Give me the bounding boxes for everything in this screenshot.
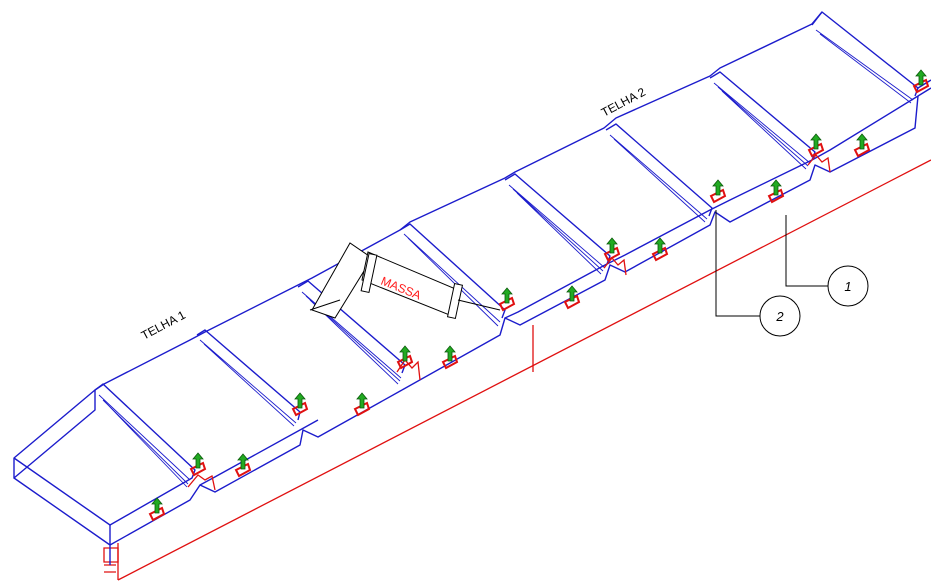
callout-2: 2 (715, 210, 801, 337)
tile-1-label: TELHA 1 (139, 308, 188, 343)
callout-icon (827, 265, 869, 307)
fastener-icon (709, 179, 727, 204)
fastener-icon (603, 237, 621, 262)
callout-1: 1 (785, 215, 869, 307)
sealant-applicator-tool (309, 242, 501, 320)
fastener-icon (912, 69, 930, 94)
fastener-icon (396, 345, 414, 370)
fastener-icon (234, 453, 252, 478)
fastener-icon (853, 133, 871, 158)
fastener-icon (189, 452, 207, 477)
fastener-icon (148, 497, 166, 522)
fastener-icon (441, 345, 459, 370)
fastener-icon (807, 133, 825, 158)
fastener-icon (651, 237, 669, 262)
sealant-lines (187, 153, 831, 491)
callout-1-number: 1 (844, 279, 851, 294)
tile-2-sheet (399, 11, 931, 391)
fastener-icon (563, 285, 581, 310)
red-base-lines (103, 159, 931, 581)
fasteners-group (148, 69, 930, 522)
tile-1-sheet (13, 229, 406, 565)
callout-2-number: 2 (775, 309, 784, 324)
fastener-icon (498, 287, 516, 312)
callout-icon (759, 295, 801, 337)
fastener-icon (353, 392, 371, 417)
fastener-icon (767, 179, 785, 204)
fastener-icon (291, 392, 309, 417)
